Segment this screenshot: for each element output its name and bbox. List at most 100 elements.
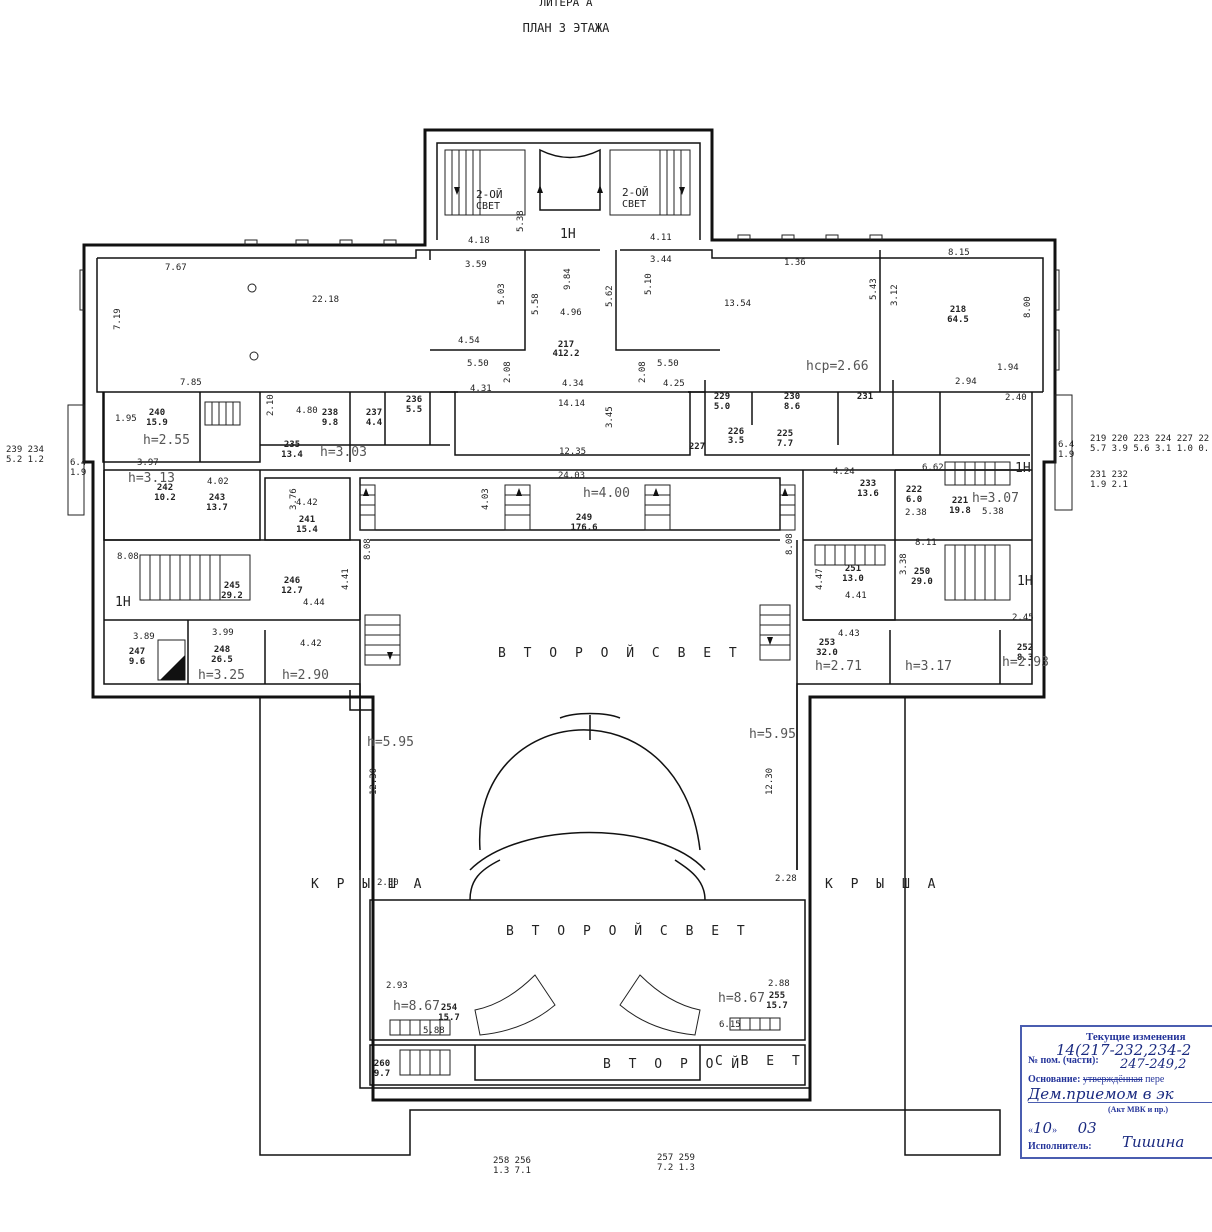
room-221-number: 221: [952, 496, 968, 506]
room-225-area: 7.7: [777, 439, 793, 449]
room-260-number: 260: [374, 1059, 390, 1069]
room-254-area: 15.7: [438, 1013, 460, 1023]
svg-text:2.28: 2.28: [775, 874, 797, 884]
column-circle: [249, 351, 259, 361]
height-290: h=2.90: [282, 668, 329, 683]
svg-text:8.08: 8.08: [785, 533, 795, 555]
svg-text:6.62: 6.62: [922, 463, 944, 473]
plan-title: ПЛАН 3 ЭТАЖА: [523, 21, 610, 35]
dimensions: 7.67 22.18 7.19 7.85 3.59 5.03 4.54 5.58…: [113, 210, 1034, 1036]
room-226-area: 3.5: [728, 436, 744, 446]
room-243-number: 243: [209, 493, 225, 503]
stair-mark-1h-left: 1Н: [115, 595, 131, 610]
svg-text:3.89: 3.89: [133, 632, 155, 642]
svg-text:6.15: 6.15: [719, 1020, 741, 1030]
room-227-number: 227: [689, 442, 705, 452]
height-867-right: h=8.67: [718, 991, 765, 1006]
side-notes: 239 234 5.2 1.2 6.4 1.9 219 220 223 224 …: [6, 434, 1209, 1176]
svg-text:8.08: 8.08: [117, 552, 139, 562]
column-circle: [247, 283, 257, 293]
stamp-date: «10» 03: [1028, 1119, 1097, 1137]
svg-text:3.12: 3.12: [890, 284, 900, 306]
svg-text:4.34: 4.34: [562, 379, 584, 389]
svg-text:12.30: 12.30: [765, 768, 775, 795]
room-230-number: 230: [784, 392, 800, 402]
svg-text:4.25: 4.25: [663, 379, 685, 389]
svg-text:4.41: 4.41: [845, 591, 867, 601]
svg-text:1.9: 1.9: [1058, 450, 1074, 460]
room-241-number: 241: [299, 515, 315, 525]
room-255-number: 255: [769, 991, 785, 1001]
svg-text:2.08: 2.08: [503, 361, 513, 383]
svg-text:8.11: 8.11: [915, 538, 937, 548]
svg-text:2.38: 2.38: [905, 508, 927, 518]
room-251-number: 251: [845, 564, 861, 574]
room-225-number: 225: [777, 429, 793, 439]
stair-mark-1h-right: 1Н: [1017, 574, 1033, 589]
svg-text:5.38: 5.38: [982, 507, 1004, 517]
room-252-area: 8.3: [1017, 653, 1033, 663]
room-254-number: 254: [441, 1003, 458, 1013]
room-240-number: 240: [149, 408, 165, 418]
svg-text:22.18: 22.18: [312, 295, 339, 305]
room-249-area: 176.6: [570, 523, 597, 533]
svg-text:2.10: 2.10: [266, 394, 276, 416]
svg-text:13.54: 13.54: [724, 299, 751, 309]
stamp-title: Текущие изменения: [1086, 1031, 1186, 1043]
stamp-rooms-label: № пом. (части):: [1028, 1055, 1099, 1066]
room-243-area: 13.7: [206, 503, 228, 513]
svg-text:7.2 1.3: 7.2 1.3: [657, 1163, 695, 1173]
room-231-number: 231: [857, 392, 873, 402]
height-255: h=2.55: [143, 433, 190, 448]
svg-text:239 234: 239 234: [6, 445, 44, 455]
svg-text:231 232: 231 232: [1090, 470, 1128, 480]
room-248-area: 26.5: [211, 655, 233, 665]
room-241-area: 15.4: [296, 525, 318, 535]
second-light-label-bottom-b: С В Е Т: [715, 1054, 805, 1069]
room-250-number: 250: [914, 567, 930, 577]
svg-text:5.58: 5.58: [531, 293, 541, 315]
stamp-executor-signature: Тишина: [1122, 1133, 1185, 1151]
room-249-number: 249: [576, 513, 592, 523]
svg-text:5.7 3.9 5.6 3.1 1.0 0.: 5.7 3.9 5.6 3.1 1.0 0.: [1090, 444, 1209, 454]
stamp-rooms-value: 14(217-232,234-2: [1056, 1041, 1192, 1059]
height-307: h=3.07: [972, 491, 1019, 506]
stair-arrows: [363, 185, 788, 660]
svg-text:2.30: 2.30: [377, 878, 399, 888]
height-317: h=3.17: [905, 659, 952, 674]
svg-text:3.99: 3.99: [212, 628, 234, 638]
height-400: h=4.00: [583, 486, 630, 501]
svg-text:1.94: 1.94: [997, 363, 1019, 373]
svg-text:4.11: 4.11: [650, 233, 672, 243]
room-242-area: 10.2: [154, 493, 176, 503]
room-238-number: 238: [322, 408, 338, 418]
room-217-area: 412.2: [552, 349, 579, 359]
room-236-area: 5.5: [406, 405, 422, 415]
stamp-underline: [1028, 1102, 1212, 1103]
svg-text:4.18: 4.18: [468, 236, 490, 246]
rotunda: [469, 148, 706, 901]
svg-text:7.67: 7.67: [165, 263, 187, 273]
svg-text:8.15: 8.15: [948, 248, 970, 258]
room-233-number: 233: [860, 479, 876, 489]
room-245-area: 29.2: [221, 591, 243, 601]
stair-blocks: [139, 149, 1011, 1076]
room-233-area: 13.6: [857, 489, 879, 499]
height-595-left: h=5.95: [367, 735, 414, 750]
svg-text:5.43: 5.43: [869, 278, 879, 300]
stair-mark-1h-right-upper: 1Н: [1015, 461, 1031, 476]
room-247-area: 9.6: [129, 657, 145, 667]
room-248-number: 248: [214, 645, 230, 655]
svg-text:8.08: 8.08: [363, 538, 373, 560]
svg-text:12.35: 12.35: [559, 447, 586, 457]
svg-text:2.45: 2.45: [1012, 613, 1034, 623]
second-light-small-right: 2-ОЙ: [622, 186, 649, 199]
stamp-basis-label: Основание:: [1028, 1074, 1081, 1085]
room-251-area: 13.0: [842, 574, 864, 584]
svg-text:3.45: 3.45: [605, 406, 615, 428]
svg-text:4.42: 4.42: [296, 498, 318, 508]
svg-text:3.38: 3.38: [899, 553, 909, 575]
interior-walls: [102, 250, 1032, 1086]
svg-text:3.76: 3.76: [289, 488, 299, 510]
